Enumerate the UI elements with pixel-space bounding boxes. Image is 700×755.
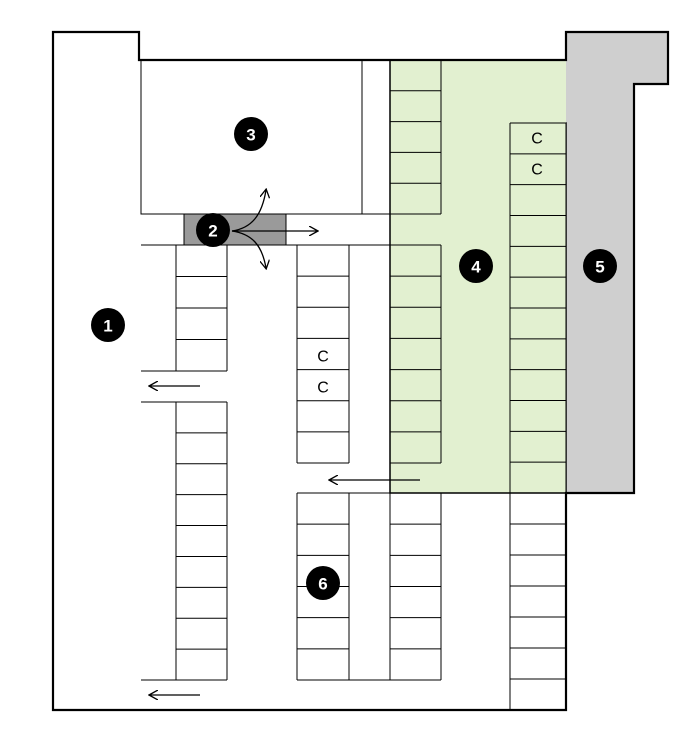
marker-4: 4 <box>459 249 493 283</box>
compact-stall-label: C <box>531 162 543 179</box>
compact-stall-label: C <box>531 131 543 148</box>
marker-6: 6 <box>306 566 340 600</box>
compact-stall-label: C <box>317 380 329 397</box>
marker-2-label: 2 <box>208 222 217 241</box>
marker-5: 5 <box>583 249 617 283</box>
marker-6-label: 6 <box>318 575 327 594</box>
parking-stalls <box>175 59 567 711</box>
entry-arrow-up <box>231 190 266 232</box>
marker-1-label: 1 <box>103 317 112 336</box>
marker-1: 1 <box>91 308 125 342</box>
marker-4-label: 4 <box>471 258 481 277</box>
marker-3: 3 <box>234 117 268 151</box>
marker-2: 2 <box>196 213 230 247</box>
entry-arrow-down <box>231 230 266 268</box>
compact-stall-label: C <box>317 349 329 366</box>
marker-3-label: 3 <box>246 126 255 145</box>
marker-5-label: 5 <box>595 258 604 277</box>
